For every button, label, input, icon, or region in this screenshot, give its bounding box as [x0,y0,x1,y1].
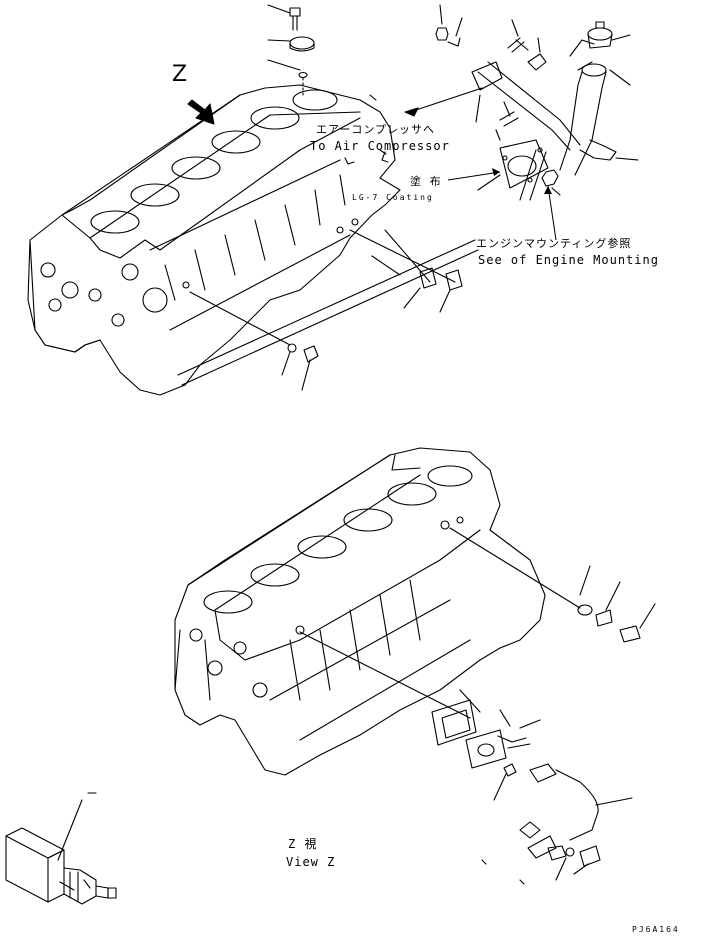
coating-label-jp: 塗 布 [410,175,442,188]
cylinder-block-bottom [174,447,546,776]
drawing-code: PJ6A164 [632,925,680,934]
cylinder-block-top [27,84,479,396]
air-compressor-label-en: To Air Compressor [310,139,450,153]
coating-label-en: LG-7 Coating [352,193,434,202]
top-hardware [267,4,639,201]
air-compressor-label-jp: エアーコンプレッサへ [316,123,436,136]
mounting-pin-part [5,827,117,905]
view-z-arrow [187,99,215,125]
view-marker-z: Z [172,62,188,87]
top-sensors [189,229,463,391]
bottom-hardware [299,527,656,881]
fragment-leader [57,792,97,861]
view-z-label-jp: Z 視 [288,837,318,851]
engine-mounting-label-jp: エンジンマウンティング参照 [476,237,632,250]
engine-mounting-label-en: See of Engine Mounting [478,253,659,267]
bracket-marks [344,151,525,885]
view-z-label-en: View Z [286,855,336,869]
